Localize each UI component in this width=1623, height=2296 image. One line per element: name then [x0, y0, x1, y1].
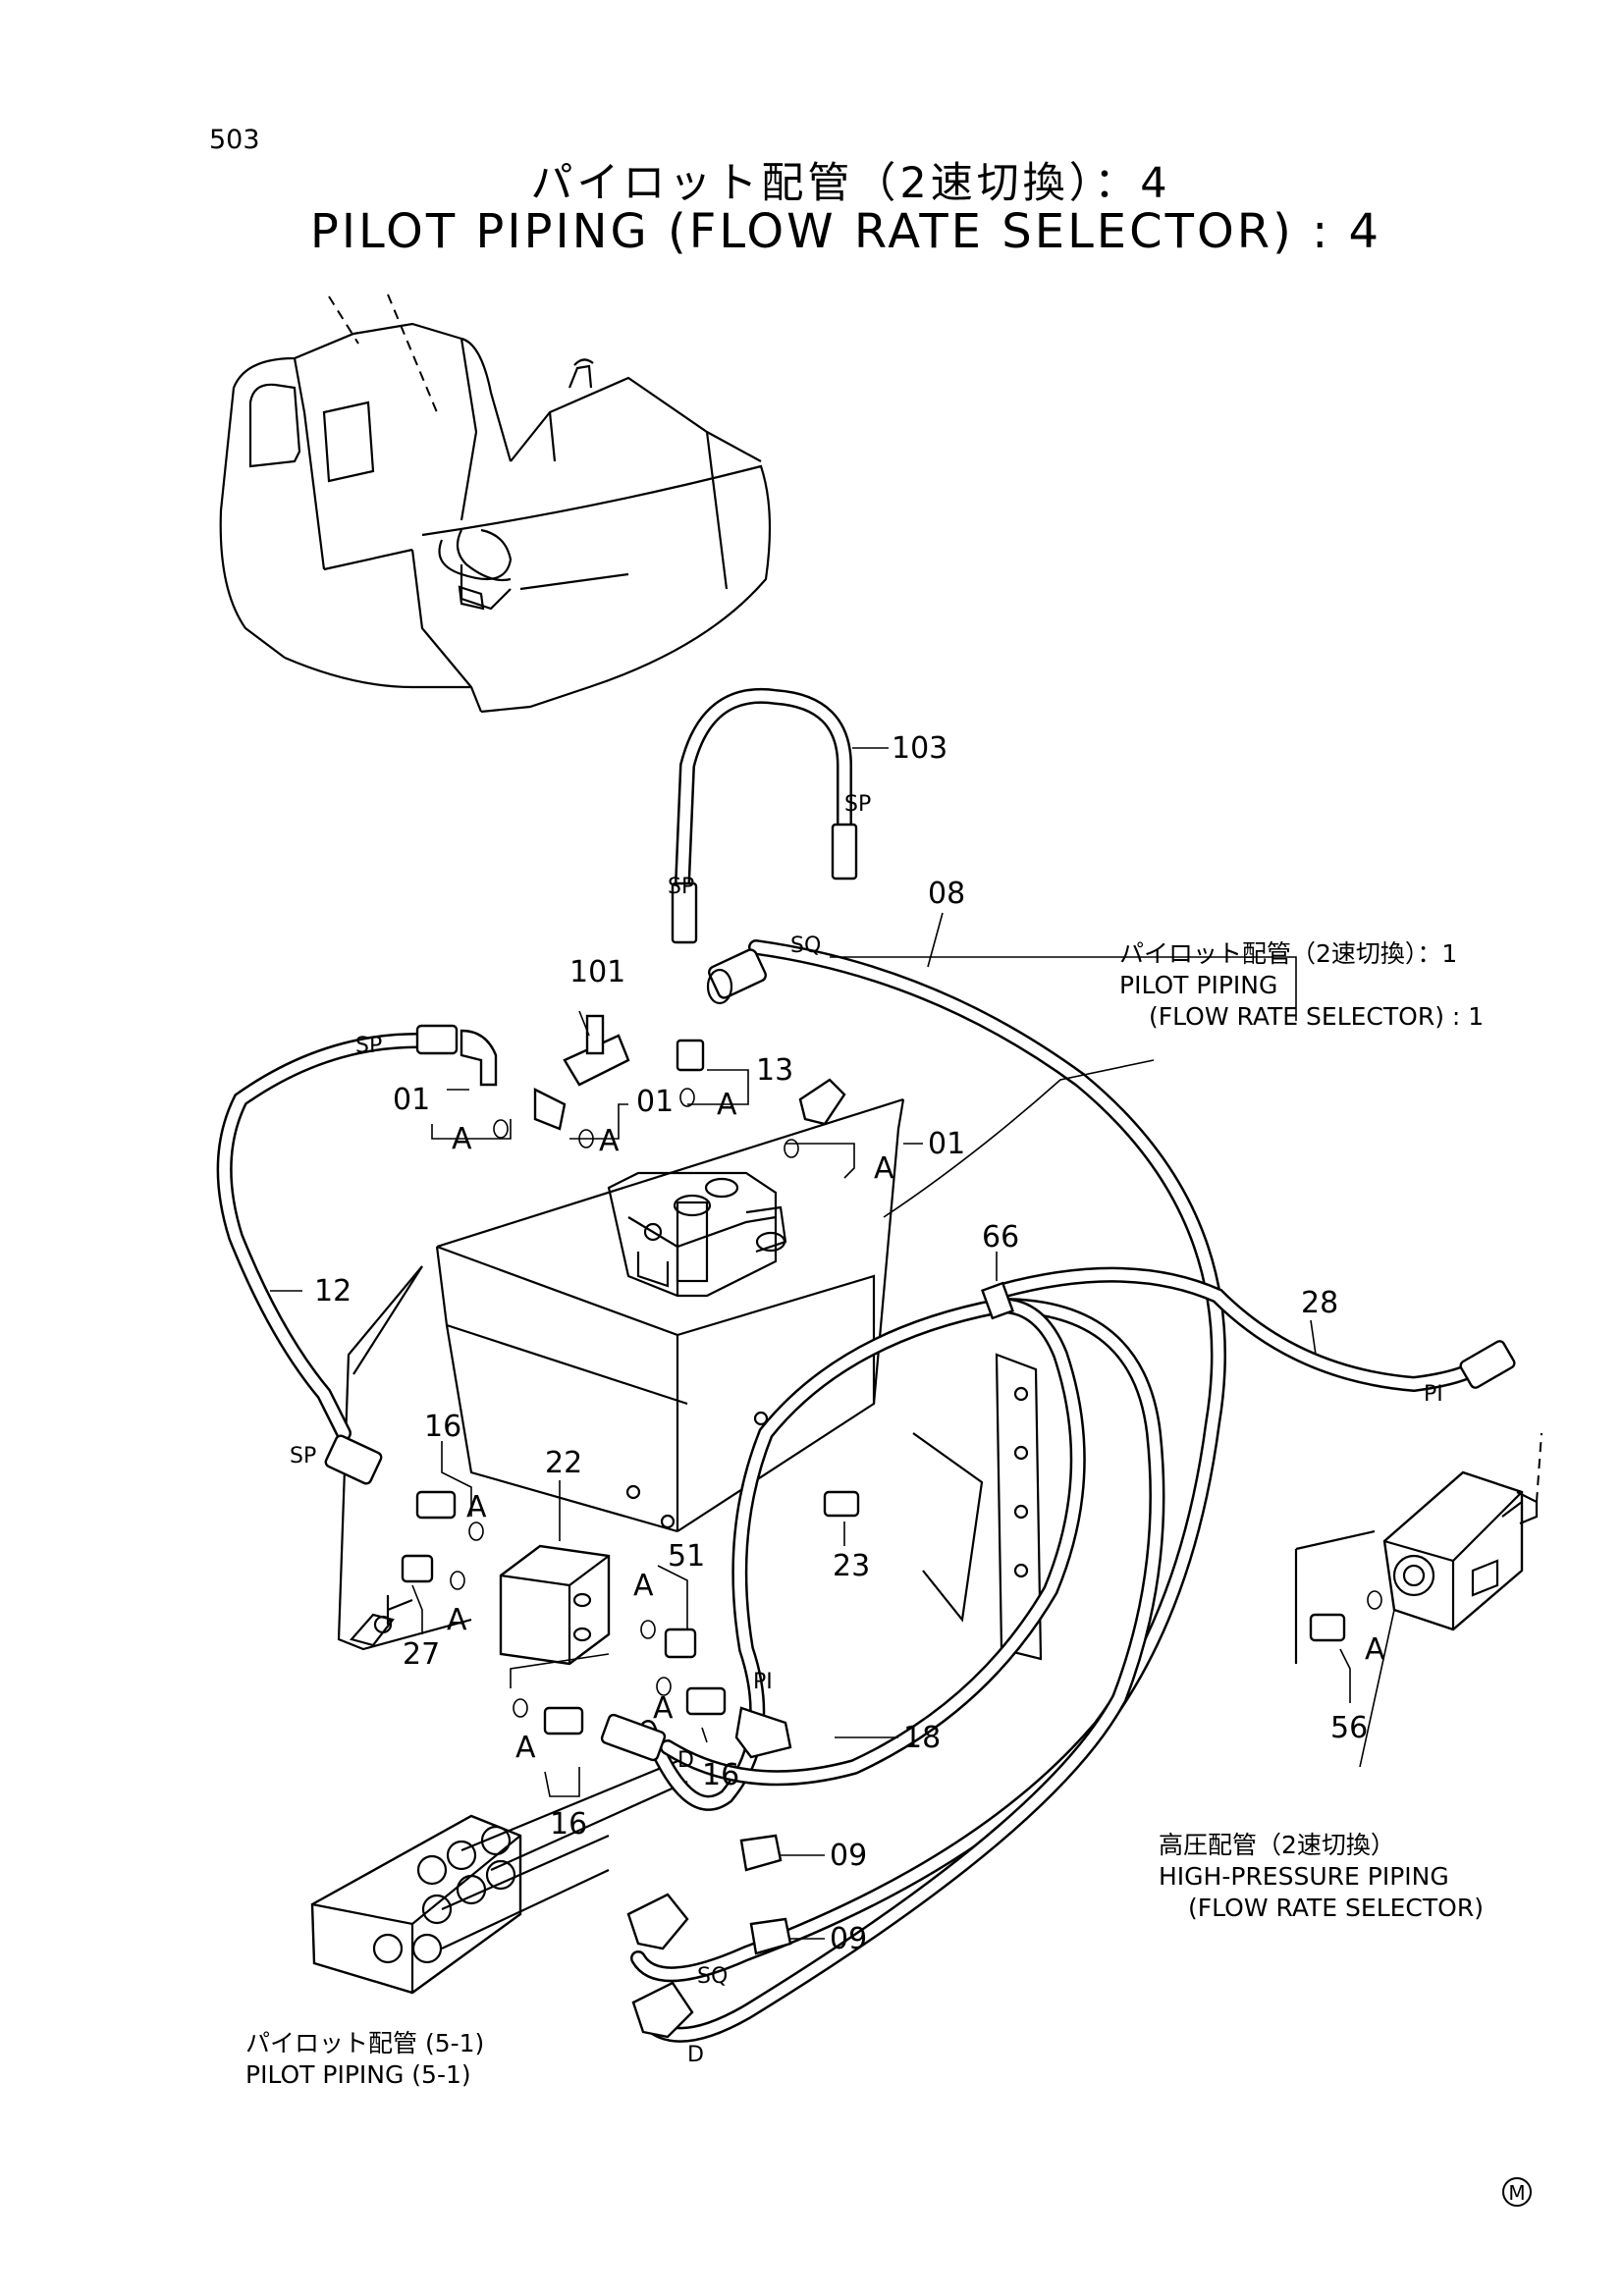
note-high-pressure-english-sub: (FLOW RATE SELECTOR) — [1188, 1894, 1484, 1922]
page-number: 503 — [209, 125, 260, 155]
block-22 — [499, 1544, 611, 1666]
code-sp-left-fitting: SP — [668, 875, 694, 899]
callout-01-left: 01 — [393, 1083, 430, 1117]
seal-mark-a: A — [466, 1490, 487, 1524]
callout-18: 18 — [903, 1721, 941, 1755]
callout-01-middle: 01 — [636, 1085, 674, 1119]
code-d-bottom: D — [687, 2043, 704, 2067]
reference-notes: パイロット配管（2速切換）：1 PILOT PIPING (FLOW RATE … — [245, 939, 1484, 2089]
excavator-overview — [219, 294, 772, 714]
code-pi-bottom: PI — [753, 1670, 773, 1694]
seal-mark-a: A — [717, 1088, 737, 1122]
seal-mark-a: A — [653, 1691, 674, 1726]
page-title-japanese: パイロット配管（2速切換）：4 — [530, 159, 1171, 208]
note-high-pressure-japanese: 高圧配管（2速切換） — [1159, 1831, 1395, 1859]
callout-28: 28 — [1301, 1286, 1338, 1320]
callout-08: 08 — [928, 877, 965, 911]
page-title-english: PILOT PIPING (FLOW RATE SELECTOR) : 4 — [309, 204, 1382, 259]
connector-codes: SP SP SP SP SQ PI PI D SQ D — [290, 792, 1443, 2067]
pilot-valve-5-1 — [310, 1755, 688, 1995]
callout-16-bottom: 16 — [550, 1807, 587, 1842]
seal-mark-a: A — [447, 1603, 467, 1637]
callout-27: 27 — [403, 1637, 440, 1672]
callout-12: 12 — [314, 1274, 352, 1308]
flow-rate-selector-valve — [1294, 1432, 1542, 1768]
callout-56: 56 — [1330, 1711, 1368, 1745]
code-sp-top: SP — [844, 792, 871, 817]
valve-block-assembly — [337, 1097, 1043, 1661]
callout-16-top: 16 — [424, 1410, 461, 1444]
seal-mark-a: A — [874, 1151, 894, 1186]
leader-lines — [270, 747, 1382, 1940]
code-sq-bottom: SQ — [697, 1964, 728, 1989]
callout-23: 23 — [833, 1549, 870, 1583]
code-sq-top: SQ — [790, 934, 821, 958]
seal-mark-a: A — [599, 1124, 620, 1158]
callout-101: 101 — [569, 955, 625, 989]
callout-16-right: 16 — [702, 1758, 739, 1792]
note-pilot-5-1-english: PILOT PIPING (5-1) — [245, 2060, 471, 2089]
seal-mark-a: A — [633, 1569, 654, 1603]
note-pilot-1-english: PILOT PIPING — [1119, 971, 1277, 999]
callout-09-upper: 09 — [830, 1839, 867, 1873]
seal-mark-a: A — [452, 1122, 472, 1156]
seal-marks: A A A A A A A A A A — [447, 1088, 1385, 1765]
seal-mark-a: A — [1365, 1632, 1385, 1667]
code-d-middle: D — [677, 1748, 694, 1773]
footer-mark: M — [1502, 2177, 1532, 2207]
callout-09-lower: 09 — [830, 1922, 867, 1956]
code-pi-right: PI — [1424, 1382, 1443, 1407]
note-pilot-1-english-sub: (FLOW RATE SELECTOR) : 1 — [1149, 1002, 1484, 1031]
part-callouts: 103 08 101 13 01 01 01 12 66 28 16 22 23… — [314, 731, 1368, 1956]
code-sp-hose-left: SP — [355, 1034, 382, 1058]
callout-22: 22 — [545, 1446, 582, 1480]
note-pilot-5-1-japanese: パイロット配管 (5-1) — [245, 2029, 484, 2057]
callout-66: 66 — [982, 1220, 1019, 1255]
note-high-pressure-english: HIGH-PRESSURE PIPING — [1159, 1862, 1449, 1891]
note-pilot-1-japanese: パイロット配管（2速切換）：1 — [1119, 939, 1457, 968]
footer-mark-letter: M — [1508, 2181, 1525, 2205]
code-sp-bottom: SP — [290, 1444, 316, 1468]
hoses — [216, 687, 1481, 2043]
callout-51: 51 — [668, 1539, 705, 1574]
seal-mark-a: A — [515, 1731, 536, 1765]
callout-01-right: 01 — [928, 1127, 965, 1161]
fittings — [324, 823, 1516, 2039]
callout-103: 103 — [892, 731, 947, 766]
callout-13: 13 — [756, 1053, 793, 1088]
